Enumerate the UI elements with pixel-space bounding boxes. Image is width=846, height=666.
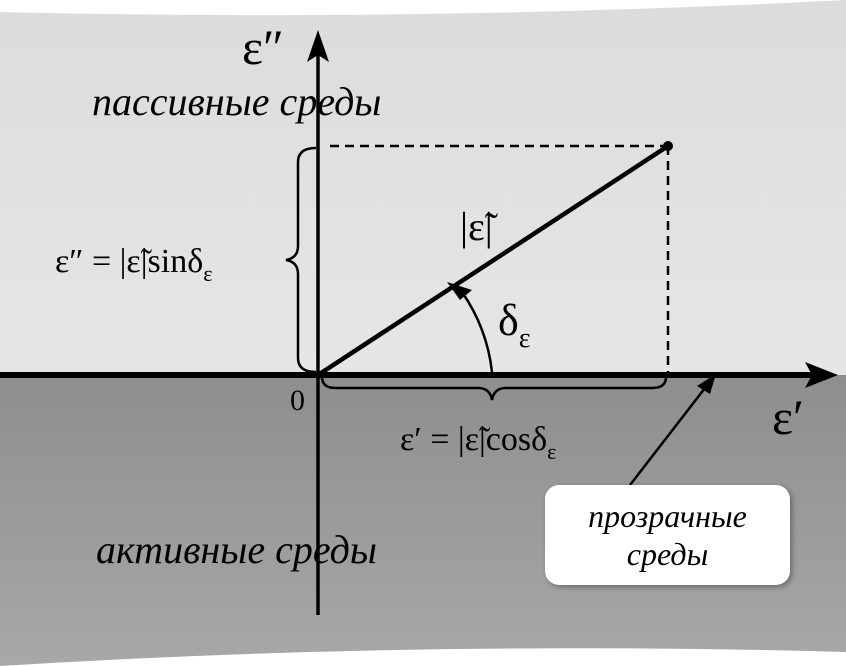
imag-brace — [285, 146, 317, 374]
passive-media-label: пассивные среды — [92, 79, 382, 124]
callout-line-2: среды — [626, 536, 709, 572]
x-axis-arrowhead — [805, 362, 838, 388]
callout-line-1: прозрачные — [588, 498, 747, 534]
callout-arrow-line — [629, 387, 706, 486]
real-brace — [320, 376, 668, 401]
real-part-formula: ε′ = |ε̃|cosδε — [400, 421, 556, 464]
passive-region-background — [0, 0, 846, 375]
y-axis-label: ε″ — [242, 19, 284, 75]
x-axis-label: ε′ — [772, 389, 804, 445]
imag-part-formula: ε″ = |ε̃|sinδε — [55, 243, 212, 286]
origin-label: 0 — [290, 384, 305, 417]
callout-arrowhead — [697, 374, 716, 394]
angle-arc-arrowhead — [447, 282, 472, 300]
vector-line — [316, 144, 670, 377]
vector-magnitude-label: |ε̃| — [460, 204, 499, 249]
active-region-background — [0, 375, 846, 666]
y-axis-arrowhead — [307, 30, 329, 62]
active-media-label: активные среды — [96, 527, 377, 572]
angle-label: δε — [498, 296, 531, 354]
angle-arc — [460, 291, 494, 373]
vector-endpoint — [663, 141, 673, 151]
transparent-media-callout: прозрачные среды — [545, 485, 790, 585]
